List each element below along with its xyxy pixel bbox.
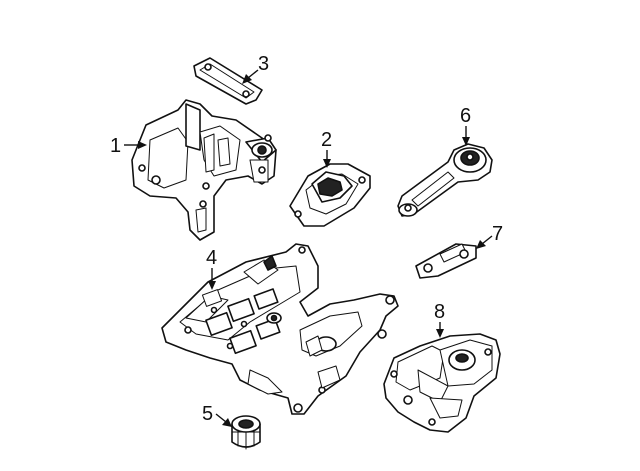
callout-label-5: 5: [202, 403, 213, 425]
callout-label-4: 4: [206, 247, 217, 269]
callout-6: 6: [460, 105, 471, 146]
part-6-torque-rod: [397, 143, 493, 217]
callout-5: 5: [202, 403, 232, 427]
part-7-small-bracket: [415, 243, 477, 279]
callout-label-7: 7: [492, 223, 503, 245]
callout-label-1: 1: [110, 135, 121, 157]
callout-label-2: 2: [321, 129, 332, 151]
part-8-engine-mount: [383, 333, 501, 433]
part-2-pad-mount: [289, 163, 371, 227]
part-5-bushing: [231, 415, 261, 450]
callout-3: 3: [242, 53, 269, 84]
callout-2: 2: [321, 129, 332, 168]
callout-8: 8: [434, 301, 445, 338]
callout-label-8: 8: [434, 301, 445, 323]
part-3-strap: [193, 57, 263, 105]
part-4-crossmember: [161, 243, 399, 415]
part-1-mount-bracket: [131, 99, 277, 241]
callout-label-3: 3: [258, 53, 269, 75]
callout-label-6: 6: [460, 105, 471, 127]
callout-1: 1: [110, 135, 147, 157]
callout-7: 7: [476, 223, 503, 249]
callout-4: 4: [206, 247, 217, 290]
